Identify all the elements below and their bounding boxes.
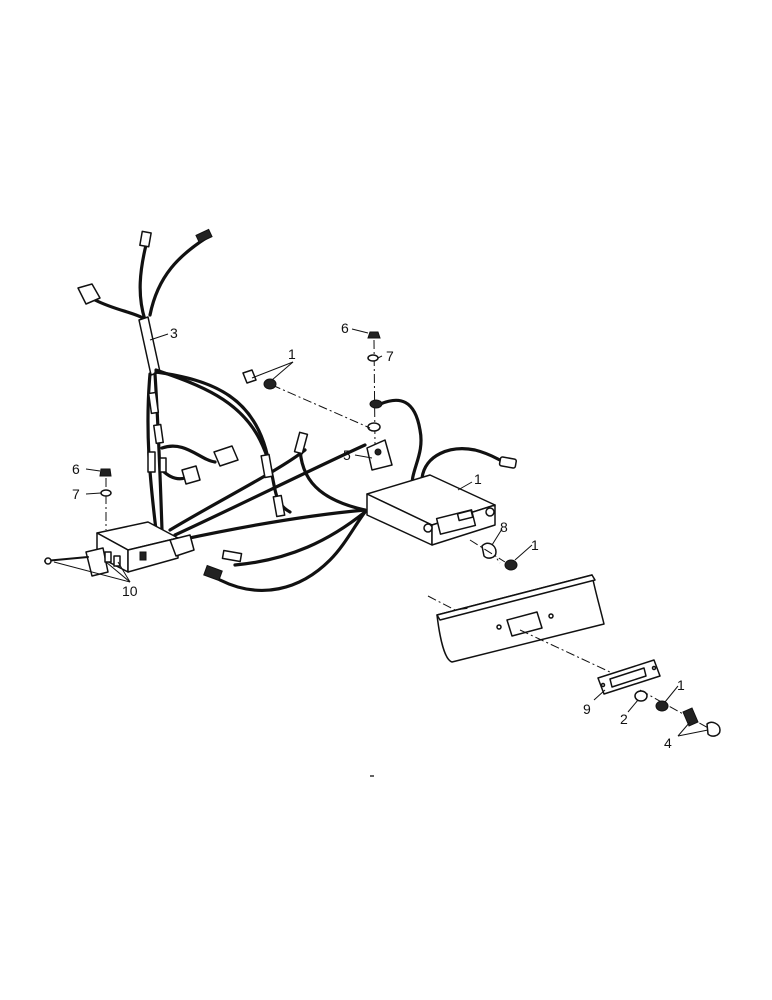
nut [99,468,112,477]
callout-1: 1 [288,346,296,362]
callout-1: 1 [677,677,685,693]
panel-cutout [506,611,543,637]
callout-4: 4 [664,735,672,751]
bezel [597,659,661,695]
callout-1: 1 [474,471,482,487]
in-line-fuse [272,494,286,518]
lower-fasteners [634,689,721,737]
in-line-fuse [153,423,164,445]
nut [504,559,518,571]
wiring-harness [77,228,518,592]
screw [242,369,257,384]
connector-plug [195,228,213,244]
harness-sleeve [138,316,161,376]
bulb-and-nut [469,539,518,571]
washer [634,690,648,702]
control-box [366,474,496,546]
connector-housing [213,445,239,467]
knob [682,707,699,727]
callout-7: 7 [72,486,80,502]
connector-plug [203,564,223,582]
in-line-fuse [147,451,156,473]
lock-washer [367,354,379,362]
callout-6: 6 [72,461,80,477]
mounting-screw [44,557,52,565]
voltage-regulator [44,521,195,577]
mounting-bracket [366,331,393,471]
washer [263,378,277,390]
callout-8: 8 [500,519,508,535]
callout-9: 9 [583,701,591,717]
in-line-fuse [147,391,160,415]
washer [367,422,381,432]
connector-housing [181,465,201,485]
callout-3: 3 [170,325,178,341]
callout-labels: 1 3 6 7 5 6 7 1 8 1 10 9 2 1 4 [72,320,685,751]
knob-cap [706,721,721,737]
connector-housing [77,283,101,305]
callout-2: 2 [620,711,628,727]
regulator-mounting-bracket [85,547,109,577]
washer [369,399,383,409]
control-box-stud [423,523,433,533]
fastener-set-left [99,468,112,530]
bulb [481,542,497,559]
callout-6: 6 [341,320,349,336]
in-line-fuse [159,457,167,473]
callout-1: 1 [531,537,539,553]
connector-plug [498,456,518,469]
fastener-set-top [242,369,371,429]
connector-plug [293,431,309,455]
connector-plug [139,230,152,248]
nut [367,331,381,339]
leader-lines [53,328,709,737]
in-line-fuse [260,453,274,479]
callout-10: 10 [122,583,138,599]
control-box-stud [485,507,495,517]
callout-5: 5 [343,447,351,463]
callout-7: 7 [386,348,394,364]
lock-washer [100,489,112,497]
connector-plug [221,549,243,563]
nut [655,700,669,712]
dash-panel [427,548,611,673]
